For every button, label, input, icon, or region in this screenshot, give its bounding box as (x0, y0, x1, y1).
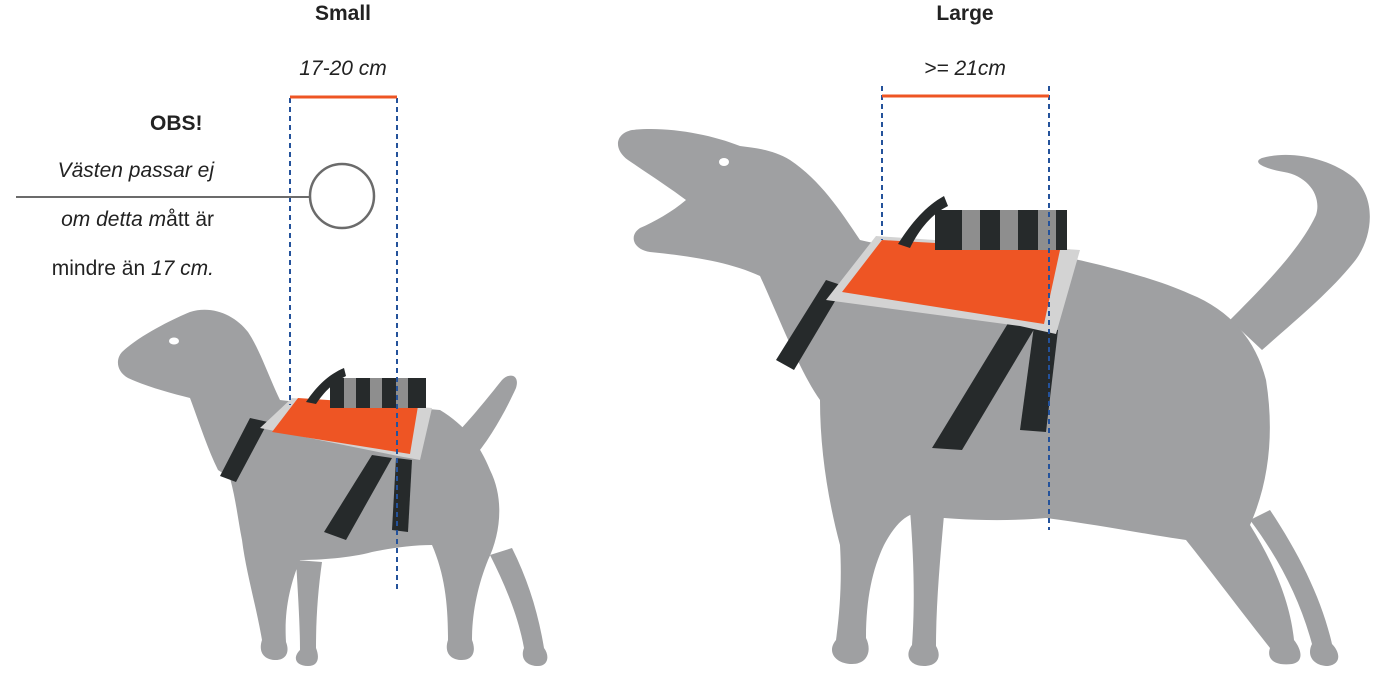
note-line-2-italic: om detta m (61, 208, 167, 231)
obs-note-graphics (16, 162, 376, 230)
large-dog-eye (719, 158, 729, 166)
note-line-3: mindre än 17 cm. (52, 257, 214, 281)
large-size-title: Large (936, 2, 994, 25)
note-line-3-plain: mindre än (51, 257, 151, 280)
small-size-range: 17-20 cm (299, 57, 387, 80)
min-size-circle (308, 162, 376, 230)
small-vest-handle-loop (306, 368, 346, 404)
small-dog-eye (169, 337, 179, 345)
small-vest-handle-bar (330, 378, 426, 408)
small-vest-panel (272, 398, 418, 454)
note-line-2: om detta mått är (61, 208, 214, 232)
obs-heading: OBS! (150, 112, 203, 135)
note-line-3-italic: 17 cm. (150, 257, 214, 280)
large-vest-handle-loop (898, 196, 948, 248)
large-vest-handle-bar (935, 210, 1067, 250)
large-dog-silhouette (617, 128, 1370, 666)
note-line-2-plain: ått är (166, 208, 214, 231)
small-dog (117, 95, 548, 666)
note-line-1: Västen passar ej (57, 159, 214, 182)
large-dog (617, 86, 1370, 666)
small-size-title: Small (314, 2, 372, 25)
small-dog-silhouette (117, 309, 548, 666)
large-size-range: >= 21cm (924, 57, 1006, 80)
large-vest-panel (842, 240, 1060, 324)
